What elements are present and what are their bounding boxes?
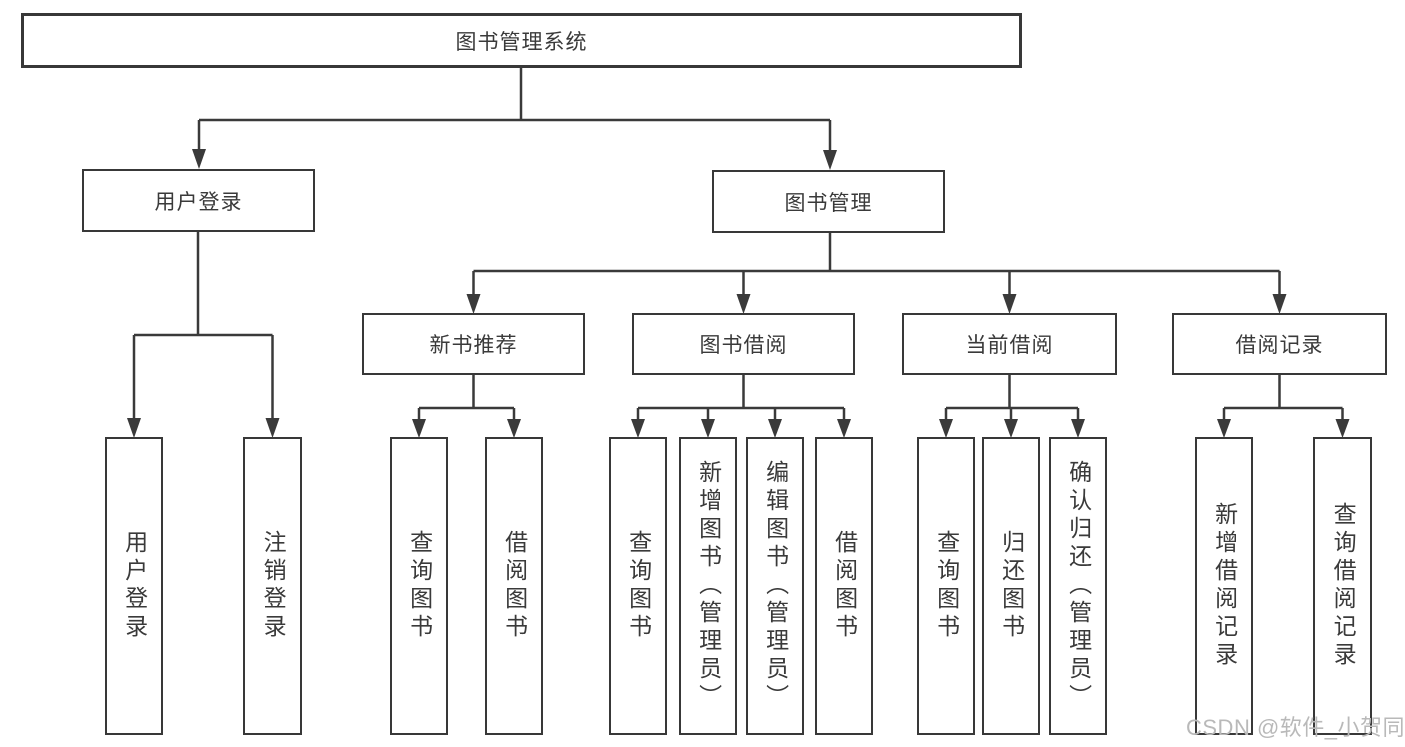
node-book-borrow: 图书借阅	[632, 313, 855, 375]
connector-paths	[132, 68, 1344, 421]
leaf-add-borrow-record: 新增借阅记录	[1195, 437, 1253, 735]
leaf-return-book: 归还图书	[982, 437, 1040, 735]
arrow-to-book-borrow	[736, 294, 751, 314]
leaf-add-borrow-record-label: 新增借阅记录	[1211, 502, 1238, 670]
leaf-edit-book-admin: 编辑图书（管理员）	[746, 437, 804, 735]
leaf-user-login-label: 用户登录	[121, 530, 148, 642]
arrow-to-leaf-add-record	[1217, 419, 1231, 438]
arrow-to-leaf-borrow-1	[507, 419, 521, 438]
leaf-user-login: 用户登录	[105, 437, 163, 735]
node-root: 图书管理系统	[21, 13, 1022, 68]
arrow-to-borrow-records	[1272, 294, 1287, 314]
node-borrow-records: 借阅记录	[1172, 313, 1387, 375]
arrow-to-leaf-query-3	[939, 419, 953, 438]
leaf-query-books-newbook-label: 查询图书	[406, 530, 433, 642]
leaf-borrow-books-borrow-label: 借阅图书	[831, 530, 858, 642]
node-new-book-recommend: 新书推荐	[362, 313, 585, 375]
leaf-borrow-books-newbook-label: 借阅图书	[501, 530, 528, 642]
leaf-borrow-books-newbook: 借阅图书	[485, 437, 543, 735]
leaf-query-borrow-record-label: 查询借阅记录	[1330, 502, 1357, 670]
node-user-login: 用户登录	[82, 169, 315, 232]
leaf-logout-label: 注销登录	[260, 530, 287, 642]
leaf-edit-book-admin-label: 编辑图书（管理员）	[762, 460, 789, 712]
leaf-confirm-return-admin: 确认归还（管理员）	[1049, 437, 1107, 735]
leaf-borrow-books-borrow: 借阅图书	[815, 437, 873, 735]
leaf-return-book-label: 归还图书	[998, 530, 1025, 642]
leaf-add-book-admin-label: 新增图书（管理员）	[695, 460, 722, 712]
leaf-confirm-return-admin-label: 确认归还（管理员）	[1065, 460, 1092, 712]
arrow-to-new-book	[466, 294, 481, 314]
leaf-query-books-borrow: 查询图书	[609, 437, 667, 735]
arrow-to-leaf-query-record	[1335, 419, 1350, 438]
arrow-to-leaf-edit-book	[768, 419, 782, 438]
arrow-to-leaf-query-1	[412, 419, 426, 438]
arrow-to-leaf-add-book	[701, 419, 715, 438]
leaf-query-books-current: 查询图书	[917, 437, 975, 735]
arrow-to-leaf-user-login	[127, 418, 141, 438]
arrowheads	[127, 149, 1350, 438]
arrow-to-leaf-confirm-return	[1071, 419, 1085, 438]
leaf-logout: 注销登录	[243, 437, 302, 735]
node-current-borrow: 当前借阅	[902, 313, 1117, 375]
arrow-to-book-management	[823, 150, 837, 170]
leaf-query-books-newbook: 查询图书	[390, 437, 448, 735]
arrow-to-leaf-logout	[265, 418, 280, 438]
arrow-to-user-login	[192, 149, 206, 169]
arrow-to-leaf-return	[1004, 419, 1018, 438]
leaf-query-borrow-record: 查询借阅记录	[1313, 437, 1372, 735]
arrow-to-leaf-query-2	[631, 419, 645, 438]
leaf-add-book-admin: 新增图书（管理员）	[679, 437, 737, 735]
arrow-to-current-borrow	[1002, 294, 1017, 314]
arrow-to-leaf-borrow-2	[837, 419, 851, 438]
leaf-query-books-current-label: 查询图书	[933, 530, 960, 642]
node-book-management: 图书管理	[712, 170, 945, 233]
leaf-query-books-borrow-label: 查询图书	[625, 530, 652, 642]
